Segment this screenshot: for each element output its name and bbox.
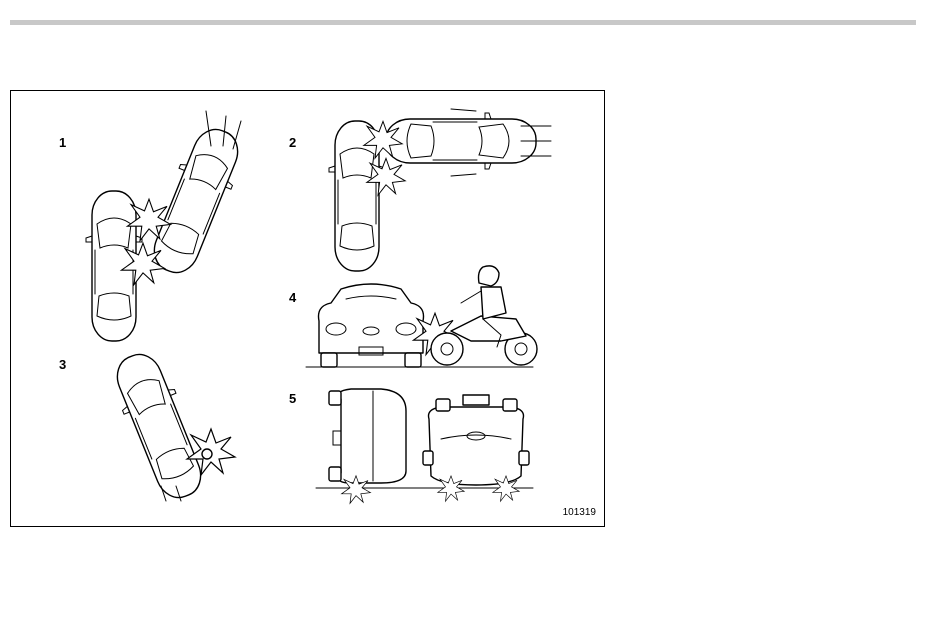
figure-id: 101319: [563, 507, 596, 518]
top-divider: [10, 20, 916, 25]
panel-4-motorcycle-impact: [306, 266, 537, 367]
panel-label-3: 3: [59, 357, 66, 372]
collision-types-figure: 1 2 3 4 5 101319: [10, 90, 605, 527]
panel-label-2: 2: [289, 135, 296, 150]
panel-2-front-impact: [329, 109, 551, 271]
panel-1-side-impact: [86, 111, 250, 341]
panel-label-5: 5: [289, 391, 296, 406]
panel-3-rear-impact: [105, 346, 235, 506]
collision-illustration: [11, 91, 606, 528]
panel-5-rollover: [316, 389, 533, 503]
panel-label-1: 1: [59, 135, 66, 150]
panel-label-4: 4: [289, 290, 296, 305]
